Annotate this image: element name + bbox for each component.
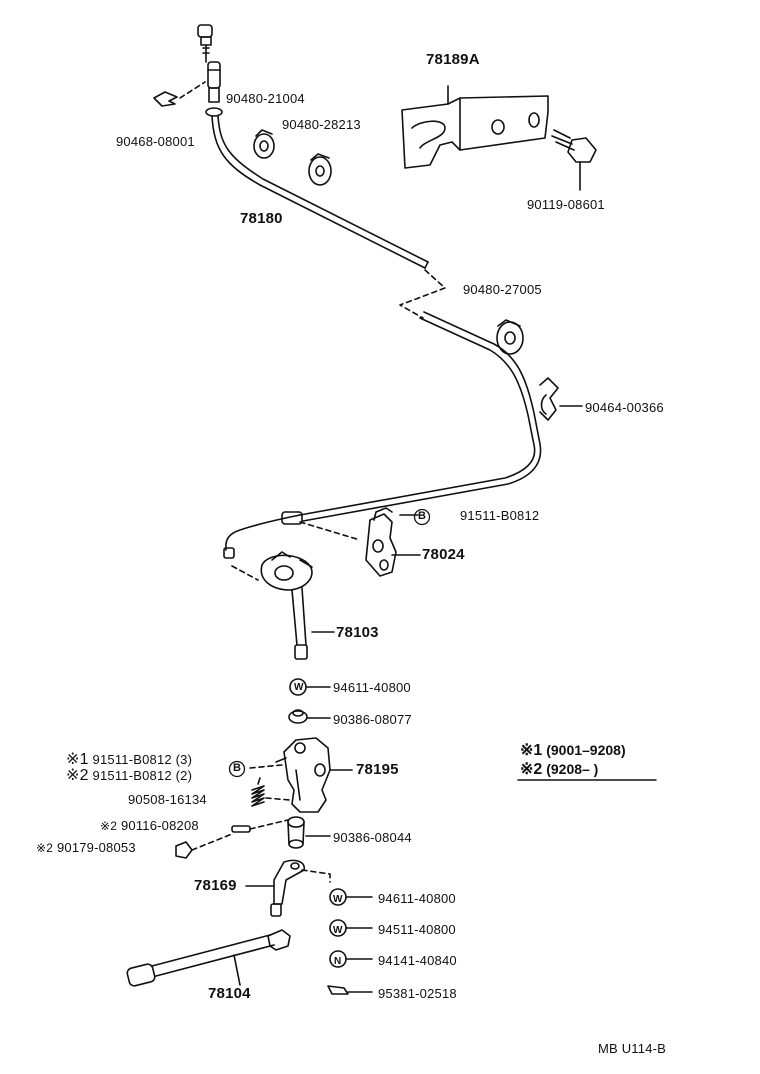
circle-w-letter: W — [333, 894, 343, 905]
label-78189A: 78189A — [426, 51, 480, 68]
nut-90179-08053 — [175, 833, 233, 859]
washer-94611-40800-a — [289, 678, 331, 696]
label-90179-08053: 90179-08053 — [56, 840, 136, 855]
label-90480-28213: 90480-28213 — [282, 117, 361, 132]
label-star2-90116-08208: ※2 90116-08208 — [100, 818, 199, 834]
label-91511-B0812-2: 91511-B0812 (2) — [92, 768, 193, 783]
grommet-90480-28213 — [308, 153, 332, 186]
label-78104: 78104 — [208, 985, 251, 1002]
label-94141-40840: 94141-40840 — [378, 953, 457, 968]
label-94611-40800-b: 94611-40800 — [378, 891, 456, 906]
label-94511-40800: 94511-40800 — [378, 922, 456, 937]
label-78169: 78169 — [194, 877, 237, 894]
clip-90468-08001 — [153, 81, 206, 107]
star2-mark: ※2 — [66, 767, 89, 784]
dash-cable-to-lever — [231, 565, 259, 581]
diagram-code: MB U114-B — [598, 1041, 667, 1056]
pin-90116-08208 — [231, 819, 289, 833]
label-90386-08077: 90386-08077 — [333, 712, 412, 727]
note-1: ※1 (9001–9208) — [520, 740, 626, 760]
label-78180: 78180 — [240, 210, 283, 227]
star1-mark: ※1 — [66, 751, 89, 768]
cable-upper-section — [211, 115, 429, 269]
note2-mark: ※2 — [520, 761, 543, 778]
cable-break-lines — [399, 269, 446, 319]
circle-b-letter: B — [233, 762, 242, 774]
nut-94141-40840 — [329, 950, 373, 968]
label-94611-40800-a: 94611-40800 — [333, 680, 411, 695]
marker-b-top: B — [413, 508, 431, 529]
rod-78104 — [126, 929, 291, 987]
shaft-78103 — [291, 587, 335, 660]
note-2: ※2 (9208– ) — [520, 759, 598, 779]
label-star2-90179-08053: ※2 90179-08053 — [36, 840, 136, 856]
spring-90508-16134 — [251, 777, 291, 807]
label-90464-00366: 90464-00366 — [585, 400, 664, 415]
note1-mark: ※1 — [520, 742, 543, 759]
label-90386-08044: 90386-08044 — [333, 830, 412, 845]
label-90116-08208: 90116-08208 — [120, 818, 199, 833]
washer-94511-40800 — [329, 919, 373, 937]
circle-w-letter: W — [294, 682, 304, 693]
bracket-78024 — [365, 507, 421, 577]
label-90480-27005: 90480-27005 — [463, 282, 542, 297]
label-91511-B0812-3: 91511-B0812 (3) — [92, 752, 193, 767]
label-91511-B0812: 91511-B0812 — [460, 508, 540, 523]
circle-w-letter: W — [333, 925, 343, 936]
marker-b-mid: B — [228, 760, 246, 781]
clamp-90464-00366 — [539, 377, 583, 421]
bracket-78189A — [401, 85, 549, 169]
lever-head-78103 — [260, 551, 313, 591]
label-78195: 78195 — [356, 761, 399, 778]
label-78024: 78024 — [422, 546, 465, 563]
circle-b-letter: B — [418, 510, 427, 522]
circle-n-letter: N — [334, 956, 342, 967]
note2-text: (9208– ) — [546, 761, 599, 777]
label-78103: 78103 — [336, 624, 379, 641]
cotter-95381-02518 — [327, 985, 373, 995]
circle-b-icon — [413, 508, 431, 526]
note1-text: (9001–9208) — [546, 742, 626, 758]
circle-b-icon — [228, 760, 246, 778]
label-star2-91511-B0812-2: ※2 91511-B0812 (2) — [66, 767, 193, 784]
bushing-90386-08044 — [287, 816, 331, 849]
label-90508-16134: 90508-16134 — [128, 792, 207, 807]
cable-end-fitting — [197, 24, 223, 117]
label-star1-91511-B0812-3: ※1 91511-B0812 (3) — [66, 751, 193, 768]
label-95381-02518: 95381-02518 — [378, 986, 457, 1001]
label-90119-08601: 90119-08601 — [527, 197, 605, 212]
label-90480-21004: 90480-21004 — [226, 91, 305, 106]
star2-mark: ※2 — [100, 819, 118, 833]
grommet-90480-21004 — [253, 129, 275, 159]
grommet-90480-27005 — [496, 319, 524, 355]
label-90468-08001: 90468-08001 — [116, 134, 195, 149]
bushing-90386-08077 — [288, 709, 331, 724]
lever-78169 — [245, 859, 331, 917]
dash-to-78024 — [299, 521, 361, 541]
star2-mark: ※2 — [36, 841, 54, 855]
washer-94611-40800-b — [329, 888, 373, 906]
bracket-78195 — [249, 737, 353, 813]
bolt-90119-08601 — [551, 129, 597, 191]
